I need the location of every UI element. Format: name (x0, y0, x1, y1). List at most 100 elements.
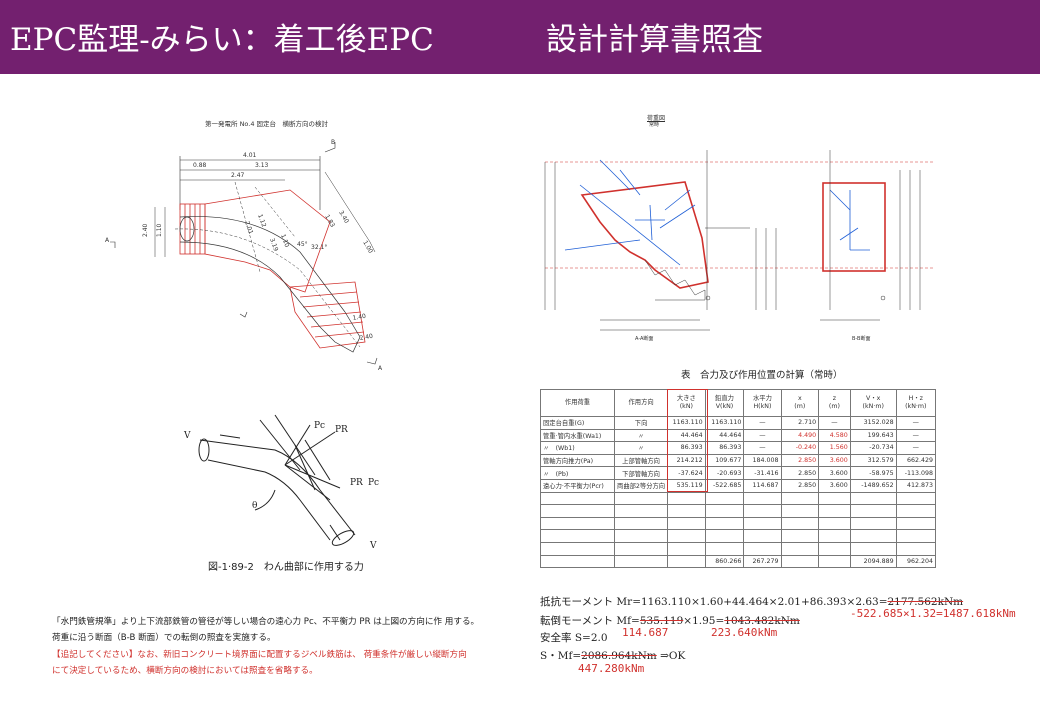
smf-suffix: ⇒OK (656, 650, 686, 662)
overturn-mid: ×1.95= (683, 615, 725, 627)
load-diagram-title: 荷重図 (647, 115, 666, 122)
table-cell: — (743, 416, 782, 430)
table-cell: 412.873 (895, 478, 937, 493)
table-cell: 3.600 (818, 453, 851, 468)
table-cell: 2.850 (780, 466, 820, 480)
table-cell (539, 541, 616, 556)
table-row-empty (539, 504, 937, 518)
table-cell (743, 516, 782, 531)
table-cell: — (743, 441, 782, 455)
table-cell (667, 541, 706, 556)
table-cell: -522.685 (704, 478, 745, 493)
paragraph-line4: にて決定しているため、横断方向の検討においては照査を省略する。 (52, 666, 318, 676)
table-cell (704, 491, 745, 506)
table-cell (818, 541, 851, 556)
table-cell (614, 491, 669, 506)
col-z: z (m) (818, 389, 851, 417)
force-label-theta: θ (252, 501, 257, 511)
table-cell (667, 529, 706, 543)
table-cell (743, 541, 782, 556)
dim-label-3-40: 3.40 (337, 210, 350, 225)
table-cell: 3.600 (818, 478, 851, 493)
dim-label-4-01: 4.01 (243, 152, 257, 159)
table-cell: -20.693 (704, 466, 745, 480)
table-cell (704, 516, 745, 531)
col-direction: 作用方向 (614, 389, 669, 417)
table-cell: 両曲部2等分方向 (614, 478, 669, 493)
table-cell (539, 504, 616, 518)
table-cell (667, 491, 706, 506)
figure2-caption: 図-1·89-2 わん曲部に作用する力 (208, 562, 364, 573)
table-cell: -20.734 (849, 441, 897, 455)
table-total-cell (614, 554, 669, 569)
table-cell: 312.579 (849, 453, 897, 468)
table-cell (743, 491, 782, 506)
table-total-cell (539, 554, 616, 569)
section-a-left: A (105, 237, 110, 244)
table-total-cell (780, 554, 820, 569)
table-total-cell (667, 554, 706, 569)
load-diagram-subtitle: 常時 (649, 122, 660, 128)
table-cell (818, 504, 851, 518)
angle-32: 32.1° (311, 244, 327, 251)
table-cell (849, 529, 897, 543)
table-cell: 下部管軸方向 (614, 466, 669, 480)
table-cell (849, 504, 897, 518)
overturn-prefix: 転倒モーメント Mf= (540, 615, 640, 627)
table-cell: — (818, 416, 851, 430)
section-aa-label: A-A断面 (635, 335, 653, 342)
table-row-empty (539, 491, 937, 506)
table-total-cell: 267.279 (743, 554, 782, 569)
overturn-moment: 転倒モーメント Mf=535.119×1.95=1043.482kNm (540, 613, 800, 628)
table-cell: 上部管軸方向 (614, 453, 669, 468)
dim-label-2-47: 2.47 (231, 172, 245, 179)
dim-label-1-00: 1.00 (361, 240, 374, 255)
plan-view-drawing: 4.01 0.88 3.13 2.47 2.40 1.10 2.01 1.12 … (105, 139, 383, 372)
table-total-cell: 962.204 (895, 554, 937, 569)
table-cell (849, 491, 897, 506)
table-row-empty (539, 541, 937, 556)
table-cell (704, 529, 745, 543)
table-cell: -58.975 (849, 466, 897, 480)
table-cell (539, 516, 616, 531)
table-cell: 2.850 (780, 478, 820, 493)
table-cell (780, 504, 820, 518)
table-cell: 109.677 (704, 453, 745, 468)
resist-moment: 抵抗モーメント Mr=1163.110×1.60+44.464×2.01+86.… (540, 594, 963, 609)
table-cell (704, 541, 745, 556)
table-total-cell: 860.266 (704, 554, 745, 569)
col-magnitude: 大きさ (kN) (667, 389, 706, 417)
force-label-pc2: Pc (368, 478, 379, 488)
overturn-fix2: 223.640kNm (711, 626, 778, 639)
table-cell (614, 504, 669, 518)
load-diagram-figure: 荷重図 常時 (540, 110, 940, 348)
table-cell (818, 491, 851, 506)
dim-label-2-40: 2.40 (142, 223, 149, 237)
table-cell (895, 541, 937, 556)
col-hz: H・z (kN·m) (895, 389, 937, 417)
table-total-cell: 2094.889 (849, 554, 897, 569)
table-cell (895, 529, 937, 543)
table-cell (539, 529, 616, 543)
table-cell: 1.560 (818, 441, 851, 455)
load-diagram-drawing: A-A断面 B-B断面 (544, 150, 935, 342)
dim-label-1-83: 1.83 (323, 214, 336, 229)
table-cell: 4.490 (780, 428, 820, 443)
table-row-empty (539, 516, 937, 531)
table-row-empty (539, 529, 937, 543)
table-cell: -31.416 (743, 466, 782, 480)
table-cell: 4.580 (818, 428, 851, 443)
table-cell (743, 529, 782, 543)
table-cell (667, 516, 706, 531)
table-cell: 〃 (614, 428, 669, 443)
table-cell (539, 491, 616, 506)
paragraph-line1: 「水門鉄管規準」より上下流部鉄管の管径が等しい場合の遠心力 Pc、不平衡力 PR… (52, 617, 480, 627)
safety-factor: 安全率 S=2.0 (540, 632, 608, 644)
